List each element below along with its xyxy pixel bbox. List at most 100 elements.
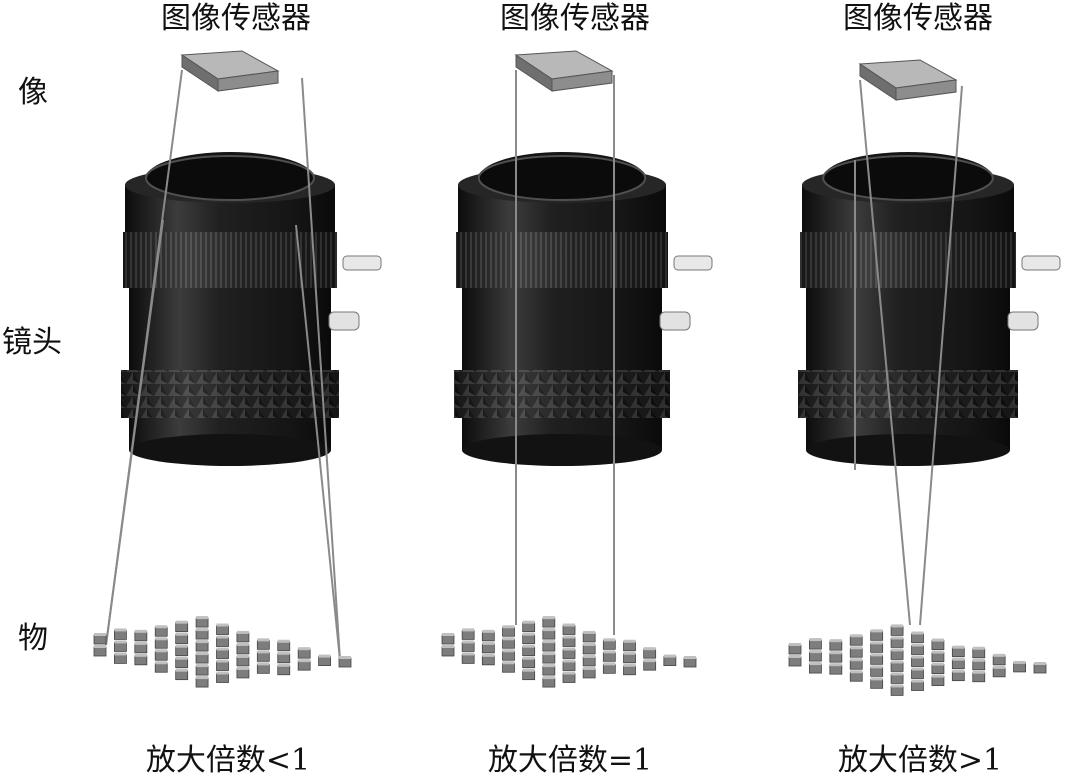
lens-3 bbox=[798, 152, 1061, 466]
lens-bottom bbox=[806, 434, 1010, 466]
object-cube-top bbox=[891, 672, 904, 676]
object-cube-top bbox=[134, 641, 147, 645]
object-cube bbox=[277, 653, 291, 664]
object-cube bbox=[216, 661, 229, 671]
object-cube bbox=[236, 656, 250, 667]
object-cube-top bbox=[196, 616, 209, 620]
object-cube-top bbox=[829, 651, 842, 655]
object-cube-top bbox=[196, 628, 209, 632]
object-cube-top bbox=[216, 659, 229, 663]
object-cube bbox=[154, 662, 168, 673]
object-cube bbox=[522, 670, 536, 681]
object-cube-top bbox=[583, 666, 596, 670]
lens-screw-lower bbox=[659, 311, 691, 331]
object-cube-top bbox=[1013, 660, 1026, 664]
object-cube-top bbox=[339, 656, 351, 659]
ray-line bbox=[859, 79, 911, 626]
object-cube-top bbox=[993, 653, 1006, 657]
object-cube bbox=[542, 653, 556, 664]
object-cube-top bbox=[952, 645, 965, 649]
object-cube bbox=[562, 637, 576, 647]
object-cube bbox=[93, 634, 107, 645]
lens-knurled-shade bbox=[798, 370, 1018, 418]
object-cube bbox=[134, 631, 148, 642]
lens-knurled-shade bbox=[121, 370, 339, 418]
object-cube bbox=[256, 651, 270, 662]
ray-line bbox=[105, 219, 164, 646]
object-cube-top bbox=[522, 644, 535, 648]
object-cube-top bbox=[870, 665, 883, 669]
object-cube bbox=[195, 641, 209, 652]
object-cube-top bbox=[789, 655, 801, 658]
object-cube-top bbox=[870, 641, 883, 645]
object-cube bbox=[542, 665, 556, 676]
object-cube bbox=[175, 646, 189, 657]
object-cube bbox=[972, 672, 986, 683]
object-cube-top bbox=[257, 662, 270, 666]
object-cube-top bbox=[298, 659, 311, 663]
object-cube-top bbox=[563, 623, 575, 627]
object-cube bbox=[256, 663, 270, 674]
object-cube-top bbox=[891, 624, 904, 628]
object-cube bbox=[542, 641, 556, 652]
object-cube bbox=[870, 654, 884, 665]
object-cube bbox=[911, 657, 924, 667]
object-cube bbox=[522, 622, 536, 633]
object-cube bbox=[154, 626, 168, 637]
object-cube bbox=[277, 665, 291, 676]
object-cube bbox=[951, 647, 965, 658]
object-cube-top bbox=[911, 631, 924, 635]
image-sensor-1 bbox=[180, 50, 280, 92]
object-cube bbox=[931, 676, 945, 686]
object-cube bbox=[114, 642, 127, 652]
object-cube bbox=[972, 660, 986, 671]
object-cube bbox=[663, 656, 677, 666]
object-cube-top bbox=[442, 633, 454, 636]
sensor-label-3: 图像传感器 bbox=[843, 1, 993, 36]
object-cube bbox=[114, 654, 127, 664]
object-cube bbox=[502, 638, 515, 649]
object-cube bbox=[542, 617, 556, 628]
object-cube bbox=[441, 634, 455, 645]
object-cube-top bbox=[931, 674, 944, 678]
object-cube-top bbox=[522, 668, 535, 672]
object-cube bbox=[788, 644, 802, 655]
lens-1 bbox=[121, 152, 382, 466]
object-cube bbox=[972, 648, 986, 659]
object-cube-top bbox=[542, 652, 555, 656]
ray-line bbox=[919, 85, 963, 626]
object-cube bbox=[870, 642, 884, 653]
object-cube-top bbox=[891, 636, 904, 640]
object-cube bbox=[623, 665, 636, 676]
object-cube bbox=[216, 625, 229, 635]
image-sensor-3 bbox=[858, 59, 958, 101]
object-cube-top bbox=[931, 650, 944, 654]
object-cube bbox=[683, 657, 697, 668]
magnification-caption-1: 放大倍数<1 bbox=[145, 743, 311, 778]
object-cube-top bbox=[643, 647, 656, 651]
ray-line bbox=[301, 77, 341, 661]
object-cube-top bbox=[583, 630, 596, 634]
object-cube-top bbox=[257, 638, 270, 642]
object-cube-top bbox=[563, 635, 575, 639]
object-cube bbox=[870, 666, 884, 677]
object-cube-top bbox=[603, 650, 616, 654]
object-cube bbox=[849, 647, 863, 658]
object-cube-top bbox=[603, 638, 616, 642]
lens-bottom bbox=[462, 434, 662, 466]
object-cube-top bbox=[850, 646, 863, 650]
object-cube bbox=[93, 646, 107, 657]
object-cube-top bbox=[542, 676, 555, 680]
object-cube-top bbox=[993, 665, 1006, 669]
object-cube bbox=[992, 667, 1006, 678]
object-cube bbox=[195, 677, 209, 688]
object-cube-top bbox=[216, 635, 229, 639]
object-cube-top bbox=[134, 653, 147, 657]
sensor-label-2: 图像传感器 bbox=[500, 1, 650, 36]
object-cube bbox=[809, 663, 822, 674]
object-cube-top bbox=[911, 655, 924, 659]
object-cube-top bbox=[850, 634, 863, 638]
object-cube-top bbox=[482, 629, 495, 633]
object-cube bbox=[562, 673, 576, 683]
